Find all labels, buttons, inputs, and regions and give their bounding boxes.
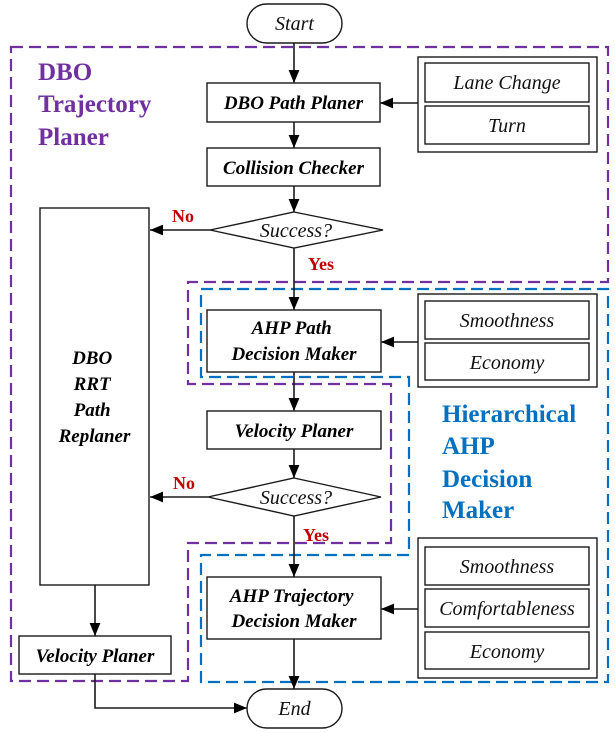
criterion-smoothness-label: Smoothness [460, 556, 555, 578]
criterion-economy [424, 342, 590, 381]
start-terminal: Start [246, 3, 343, 44]
end-terminal: End [246, 688, 343, 729]
criterion-economy [424, 631, 590, 670]
yes-label-1: Yes [308, 254, 334, 274]
ahp-trajectory-decision-maker-label: AHP Trajectory Decision Maker [229, 586, 358, 632]
left-velocity-planer-label: Velocity Planer [36, 646, 155, 667]
decision-1-label: Success? [260, 220, 332, 242]
dbo-rrt-path-replaner-label: DBO RRT Path Replaner [58, 348, 131, 447]
dbo-path-planer-label: DBO Path Planer [223, 93, 364, 114]
criteria-group-path: Smoothness Economy [417, 293, 598, 388]
end-label: End [277, 698, 311, 720]
criterion-turn [424, 105, 590, 145]
criterion-lane-change [424, 62, 590, 103]
criterion-comfortableness-label: Comfortableness [439, 598, 575, 620]
arrow-left-velocity-to-end [94, 674, 247, 714]
ahp-trajectory-decision-maker-box: AHP Trajectory Decision Maker [206, 576, 382, 640]
hierarchical-ahp-decision-maker-region [199, 287, 610, 684]
dbo-rrt-path-replaner-box: DBO RRT Path Replaner [39, 207, 150, 586]
start-label: Start [275, 13, 314, 35]
ahp-path-decision-maker-box: AHP Path Decision Maker [206, 309, 382, 373]
criterion-smoothness [424, 300, 590, 340]
collision-checker-label: Collision Checker [223, 158, 365, 179]
no-label-1: No [172, 206, 194, 226]
no-label-2: No [173, 473, 195, 493]
velocity-planer-box: Velocity Planer [206, 410, 382, 450]
velocity-planer-label: Velocity Planer [235, 421, 354, 442]
criterion-economy-label: Economy [469, 641, 545, 663]
criterion-comfortableness [424, 588, 590, 628]
end-pill [246, 688, 343, 729]
criterion-economy-label: Economy [469, 352, 545, 374]
criteria-group-maneuver: Lane Change Turn [417, 56, 598, 153]
criterion-turn-label: Turn [488, 115, 526, 137]
left-velocity-planer-box: Velocity Planer [18, 635, 172, 675]
decision-diamond-2: Success? [207, 477, 382, 517]
hierarchical-ahp-title: Hierarchical AHP Decision Maker [442, 401, 582, 524]
criterion-smoothness [424, 546, 590, 586]
yes-label-2: Yes [303, 525, 329, 545]
dbo-trajectory-planer-title: DBO Trajectory Planer [38, 59, 158, 151]
decision-diamond-1: Success? [209, 211, 384, 249]
criteria-group-trajectory: Smoothness Comfortableness Economy [417, 537, 598, 679]
collision-checker-box: Collision Checker [206, 147, 381, 187]
criterion-smoothness-label: Smoothness [460, 310, 555, 332]
decision-2-label: Success? [260, 487, 332, 509]
criterion-lane-change-label: Lane Change [452, 72, 560, 94]
dbo-path-planer-box: DBO Path Planer [206, 82, 381, 123]
ahp-path-decision-maker-label: AHP Path Decision Maker [230, 318, 357, 365]
dbo-trajectory-planer-region [9, 45, 610, 683]
